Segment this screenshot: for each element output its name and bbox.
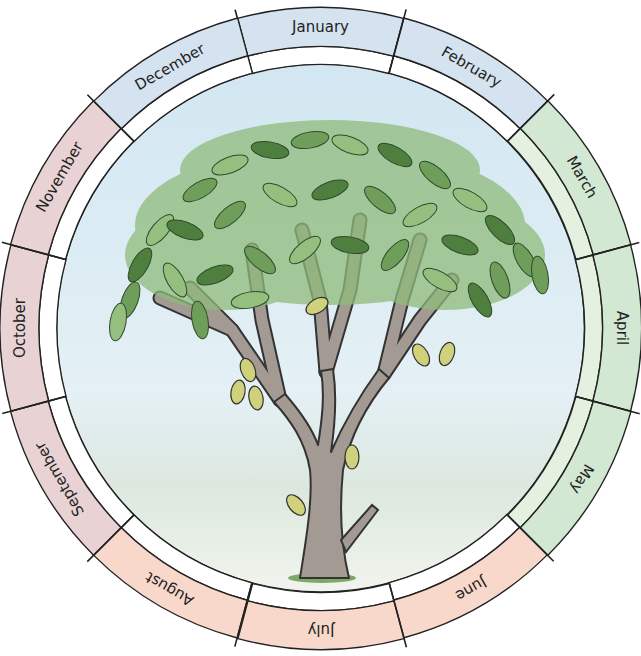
tree-trunk (274, 369, 389, 578)
month-band (385, 8, 553, 133)
month-divider (2, 243, 66, 260)
month-segment: April (602, 298, 641, 358)
month-divider (87, 515, 134, 562)
month-band (237, 600, 403, 649)
month-segment: May (549, 443, 614, 515)
month-segment: June (435, 557, 507, 622)
month-label: July (291, 610, 351, 650)
month-segment: November (18, 126, 100, 228)
month-band (515, 392, 640, 560)
month-segment: October (0, 290, 39, 367)
month-band (1, 392, 126, 560)
month-segment: December (119, 26, 220, 108)
month-band (385, 522, 553, 647)
cocoa-pods (229, 294, 458, 519)
month-band (515, 96, 640, 264)
month-divider (87, 95, 134, 142)
tree-crown (107, 120, 551, 342)
month-divider (576, 243, 640, 260)
month-band (237, 7, 403, 56)
month-segment: September (17, 426, 101, 532)
month-divider (389, 9, 406, 73)
month-divider (235, 583, 252, 647)
month-band (593, 245, 641, 411)
broken-branch (341, 505, 378, 552)
month-divider (507, 515, 554, 562)
month-segment: March (549, 140, 615, 214)
month-segment: February (425, 29, 517, 105)
month-label: April (602, 298, 641, 358)
month-band (1, 96, 126, 264)
month-band (88, 8, 256, 133)
month-segment: January (284, 7, 357, 47)
sky-disc (57, 64, 585, 592)
month-segment: August (130, 555, 210, 624)
month-divider (507, 95, 554, 142)
month-band (88, 522, 256, 647)
month-divider (2, 396, 66, 413)
month-band (0, 245, 48, 411)
month-segment: July (291, 610, 351, 650)
month-divider (389, 583, 406, 647)
month-label: October (0, 290, 39, 367)
month-label: January (284, 7, 357, 47)
month-divider (575, 396, 639, 413)
